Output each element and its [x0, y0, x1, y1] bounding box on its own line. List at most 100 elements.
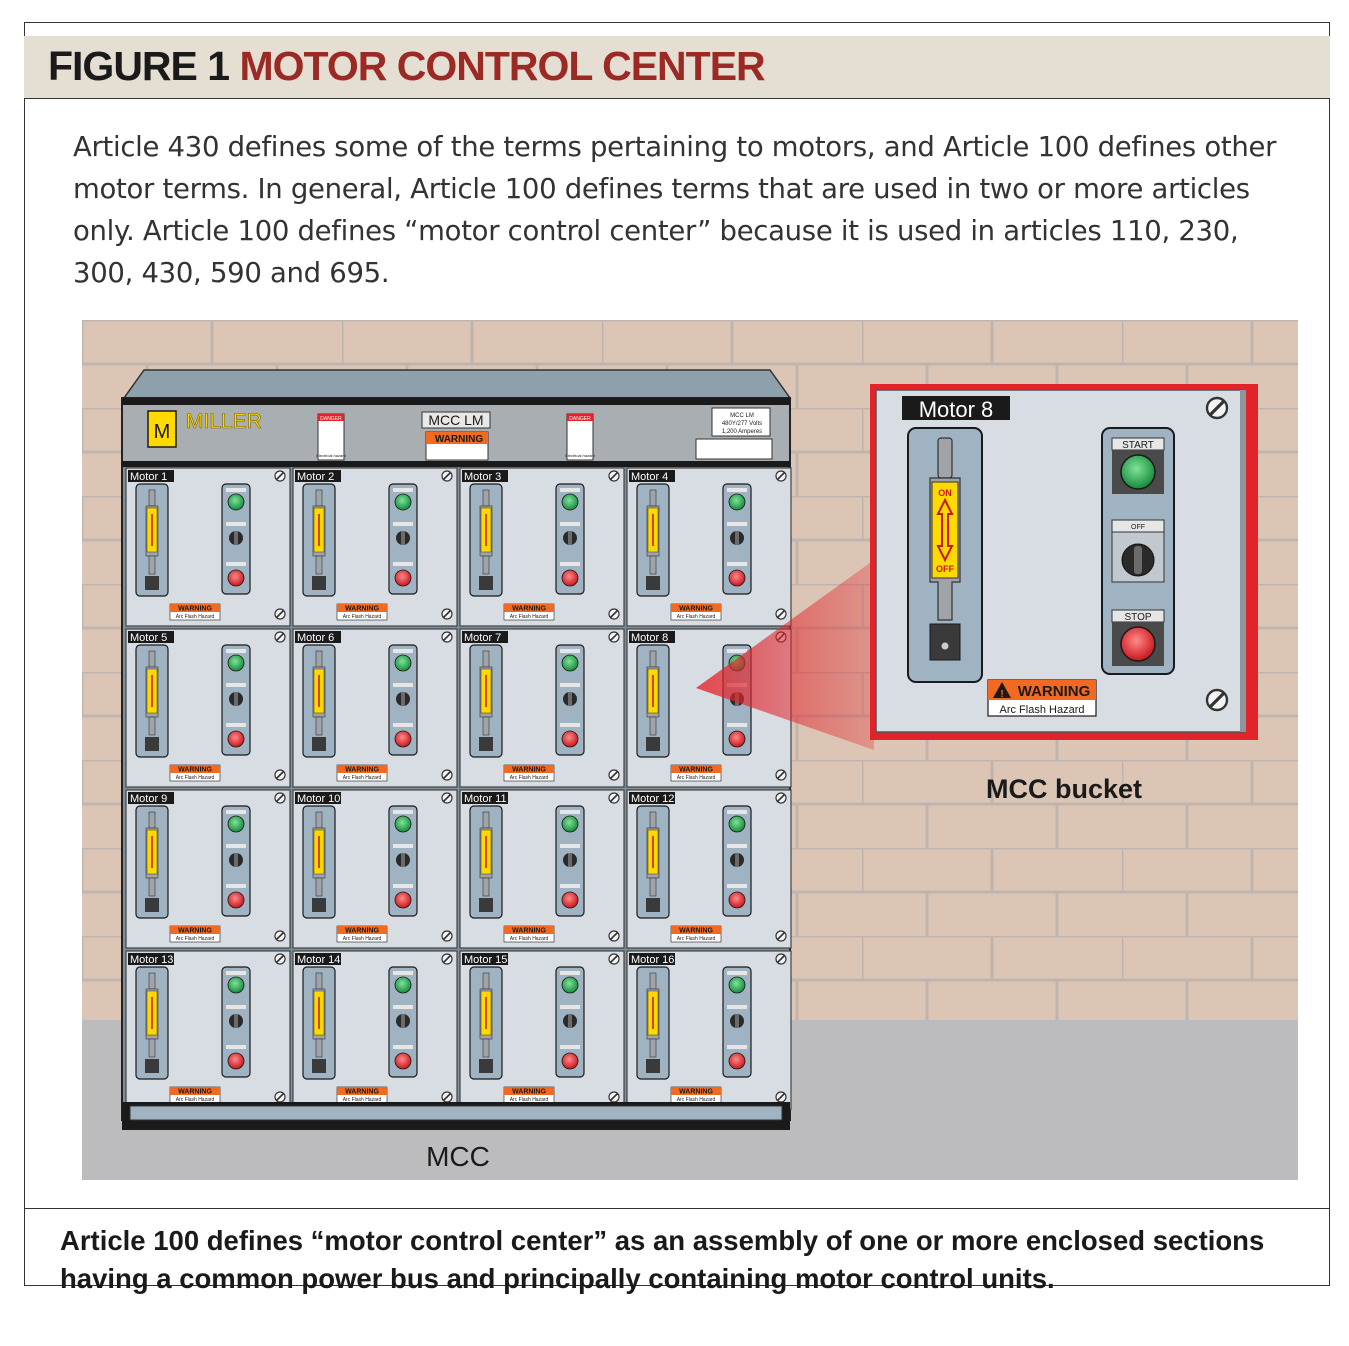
detail-start-button — [1120, 454, 1156, 490]
stop-button — [561, 730, 579, 748]
stop-button — [227, 1052, 245, 1070]
intro-paragraph: Article 430 defines some of the terms pe… — [73, 131, 1277, 289]
screw-icon — [608, 631, 620, 643]
stop-button — [561, 891, 579, 909]
header-warning-text: WARNING — [435, 434, 484, 445]
screw-icon — [608, 769, 620, 781]
bucket-title-box — [295, 792, 341, 804]
stop-button — [728, 1052, 746, 1070]
figure-caption: Article 100 defines “motor control cente… — [60, 1225, 1265, 1294]
arc-flash-text: Arc Flash Hazard — [176, 936, 215, 942]
mcc-header-band — [122, 461, 790, 467]
warning-text: WARNING — [679, 1089, 713, 1096]
stop-button — [394, 1052, 412, 1070]
bucket-title: Motor 2 — [297, 471, 334, 483]
arc-flash-text: Arc Flash Hazard — [176, 775, 215, 781]
warning-text: WARNING — [679, 606, 713, 613]
caption-divider — [24, 1208, 1330, 1209]
warning-text: WARNING — [178, 606, 212, 613]
stop-button — [394, 891, 412, 909]
detail-on-label: ON — [938, 488, 952, 498]
arc-flash-text: Arc Flash Hazard — [510, 775, 549, 781]
start-button — [728, 815, 746, 833]
screw-icon — [274, 792, 286, 804]
mcc-top — [122, 369, 792, 399]
nameplate — [421, 411, 491, 429]
danger-sign-left-text: Electrical hazard — [316, 453, 346, 458]
nameplate-text: MCC LM — [428, 412, 483, 428]
detail-stop-button — [1120, 626, 1156, 662]
start-button — [227, 654, 245, 672]
warning-text: WARNING — [178, 767, 212, 774]
rating-line-2: 480Y/277 Volts — [722, 421, 762, 427]
lock-base — [145, 1059, 159, 1073]
screw-icon — [608, 953, 620, 965]
warning-text: WARNING — [512, 606, 546, 613]
start-button — [394, 815, 412, 833]
screw-icon — [775, 792, 787, 804]
screw-icon — [775, 769, 787, 781]
bucket-title: Motor 5 — [130, 632, 167, 644]
stop-button — [227, 569, 245, 587]
lock-base — [312, 737, 326, 751]
figure-title: FIGURE 1 MOTOR CONTROL CENTER — [48, 38, 766, 94]
figure-header-band — [24, 36, 1330, 99]
screw-icon — [608, 792, 620, 804]
arc-flash-text: Arc Flash Hazard — [510, 936, 549, 942]
bucket-title-box — [295, 470, 341, 482]
mcc-base-plate — [129, 1105, 783, 1121]
arc-flash-text: Arc Flash Hazard — [343, 614, 382, 620]
screw-icon — [775, 1091, 787, 1103]
screw-icon — [441, 953, 453, 965]
stop-button — [394, 730, 412, 748]
bucket-title: Motor 12 — [631, 793, 674, 805]
arc-flash-text: Arc Flash Hazard — [677, 936, 716, 942]
brand-name: MILLER — [186, 410, 262, 433]
screw-icon — [441, 1091, 453, 1103]
rating-line-3: 1,200 Amperes — [722, 429, 762, 435]
screw-icon — [775, 608, 787, 620]
detail-warning-icon — [993, 682, 1011, 698]
start-button — [561, 654, 579, 672]
screw-icon — [608, 470, 620, 482]
detail-arc-flash-text: Arc Flash Hazard — [1000, 704, 1085, 716]
warning-text: WARNING — [178, 1089, 212, 1096]
detail-stop-label: STOP — [1124, 612, 1151, 623]
rating-plate — [711, 407, 771, 437]
screw-icon — [274, 470, 286, 482]
arc-flash-text: Arc Flash Hazard — [510, 1097, 549, 1103]
arc-flash-text: Arc Flash Hazard — [176, 1097, 215, 1103]
danger-sign-left — [317, 413, 345, 461]
bucket-title: Motor 3 — [464, 471, 501, 483]
start-button — [561, 493, 579, 511]
start-button — [394, 976, 412, 994]
bucket-title: Motor 8 — [631, 632, 668, 644]
danger-sign-right-text: Electrical hazard — [565, 453, 595, 458]
warning-text: WARNING — [178, 928, 212, 935]
bucket-title: Motor 6 — [297, 632, 334, 644]
arc-flash-text: Arc Flash Hazard — [176, 614, 215, 620]
lock-base — [312, 576, 326, 590]
bucket-title: Motor 4 — [631, 471, 668, 483]
bucket-title: Motor 15 — [464, 954, 507, 966]
screw-icon — [274, 930, 286, 942]
screw-icon — [441, 930, 453, 942]
arc-flash-text: Arc Flash Hazard — [343, 1097, 382, 1103]
screw-icon — [441, 608, 453, 620]
arc-flash-text: Arc Flash Hazard — [677, 775, 716, 781]
lock-base — [145, 576, 159, 590]
warning-text: WARNING — [512, 767, 546, 774]
screw-icon — [608, 608, 620, 620]
mcc-top-bar — [122, 398, 790, 405]
arc-flash-text: Arc Flash Hazard — [677, 1097, 716, 1103]
screw-icon — [274, 769, 286, 781]
screw-icon — [775, 953, 787, 965]
bucket-title: Motor 11 — [464, 793, 507, 805]
detail-off-label: OFF — [936, 564, 954, 574]
arc-flash-text: Arc Flash Hazard — [343, 936, 382, 942]
